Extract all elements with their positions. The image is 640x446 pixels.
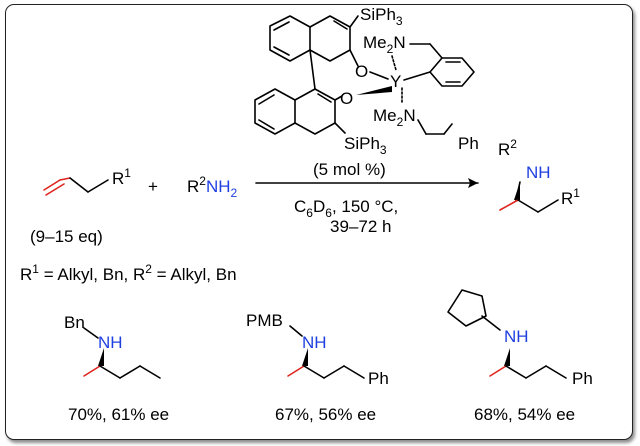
example-3-yield: 68%, 54% ee [474, 405, 575, 424]
alkene-r1-label: R1 [112, 166, 131, 188]
amine-reactant: R2NH2 [187, 174, 238, 200]
example-1-yield: 70%, 61% ee [68, 405, 169, 424]
arrow-head [468, 178, 478, 188]
oxygen-bottom-label: O [340, 89, 353, 108]
silyl-bottom-label: SiPh3 [344, 134, 387, 157]
example-2-yield: 67%, 56% ee [275, 405, 376, 424]
example-1-structure [83, 327, 161, 379]
product-nh-label: NH [526, 163, 551, 182]
catalyst-structure [254, 15, 475, 135]
nme2-top-label: Me2N [363, 33, 406, 56]
example-3-structure [447, 289, 567, 379]
conditions-line-1: C6D6, 150 °C, [294, 197, 398, 220]
example-2-n-substituent: PMB [246, 311, 283, 330]
plus-sign: + [148, 177, 158, 196]
scheme-frame [5, 4, 633, 440]
example-3-phenyl: Ph [572, 369, 593, 388]
product-structure [499, 181, 559, 213]
example-1-n-substituent: Bn [64, 313, 85, 332]
alkene-equivalents: (9–15 eq) [30, 227, 103, 246]
phenyl-label: Ph [458, 134, 479, 153]
catalyst-loading: (5 mol %) [313, 160, 386, 179]
product-r2-label: R2 [498, 137, 517, 159]
silyl-top-label: SiPh3 [360, 5, 403, 28]
product-r1-label: R1 [561, 186, 580, 208]
example-2-phenyl: Ph [368, 369, 389, 388]
example-3-nh: NH [504, 327, 529, 346]
conditions-line-2: 39–72 h [330, 217, 391, 236]
example-1-nh: NH [98, 333, 123, 352]
example-2-structure [287, 325, 365, 379]
nme2-bottom-label: Me2N [373, 106, 416, 129]
yttrium-label: Y [390, 72, 401, 91]
r-group-definitions: R1 = Alkyl, Bn, R2 = Alkyl, Bn [20, 262, 237, 284]
oxygen-top-label: O [355, 62, 368, 81]
example-2-nh: NH [302, 333, 327, 352]
alkene-reactant [43, 177, 109, 196]
